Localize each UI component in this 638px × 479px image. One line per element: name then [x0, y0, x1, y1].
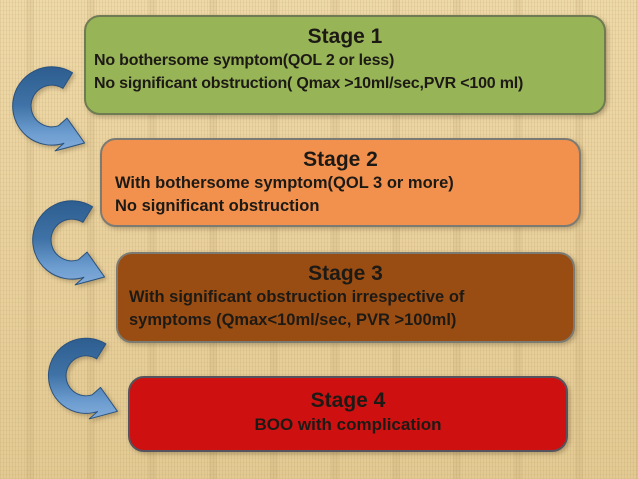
stage-3-title: Stage 3	[308, 262, 383, 285]
stage-3-detail-line: symptoms (Qmax<10ml/sec, PVR >100ml)	[129, 311, 457, 329]
curved-arrow-icon-1	[12, 66, 86, 152]
stage-4-title: Stage 4	[310, 389, 386, 412]
curved-arrow-icon-2	[32, 200, 106, 286]
stage-2-detail-line: With bothersome symptom(QOL 3 or more)	[115, 174, 454, 192]
stage-box-1: Stage 1 No bothersome symptom(QOL 2 or l…	[84, 15, 606, 115]
stage-box-3: Stage 3 With significant obstruction irr…	[116, 252, 575, 343]
stage-1-detail-line: No significant obstruction( Qmax >10ml/s…	[94, 75, 524, 92]
curved-arrow-icon-3	[47, 337, 118, 420]
stage-3-detail-line: With significant obstruction irrespectiv…	[129, 288, 465, 306]
stage-box-2: Stage 2 With bothersome symptom(QOL 3 or…	[100, 138, 581, 227]
stage-4-detail-line: BOO with complication	[254, 415, 442, 434]
stage-1-detail-line: No bothersome symptom(QOL 2 or less)	[94, 52, 395, 69]
stage-box-4: Stage 4 BOO with complication	[128, 376, 568, 452]
stage-2-title: Stage 2	[303, 148, 378, 171]
stage-2-detail-line: No significant obstruction	[115, 197, 320, 215]
stage-1-title: Stage 1	[307, 25, 383, 48]
